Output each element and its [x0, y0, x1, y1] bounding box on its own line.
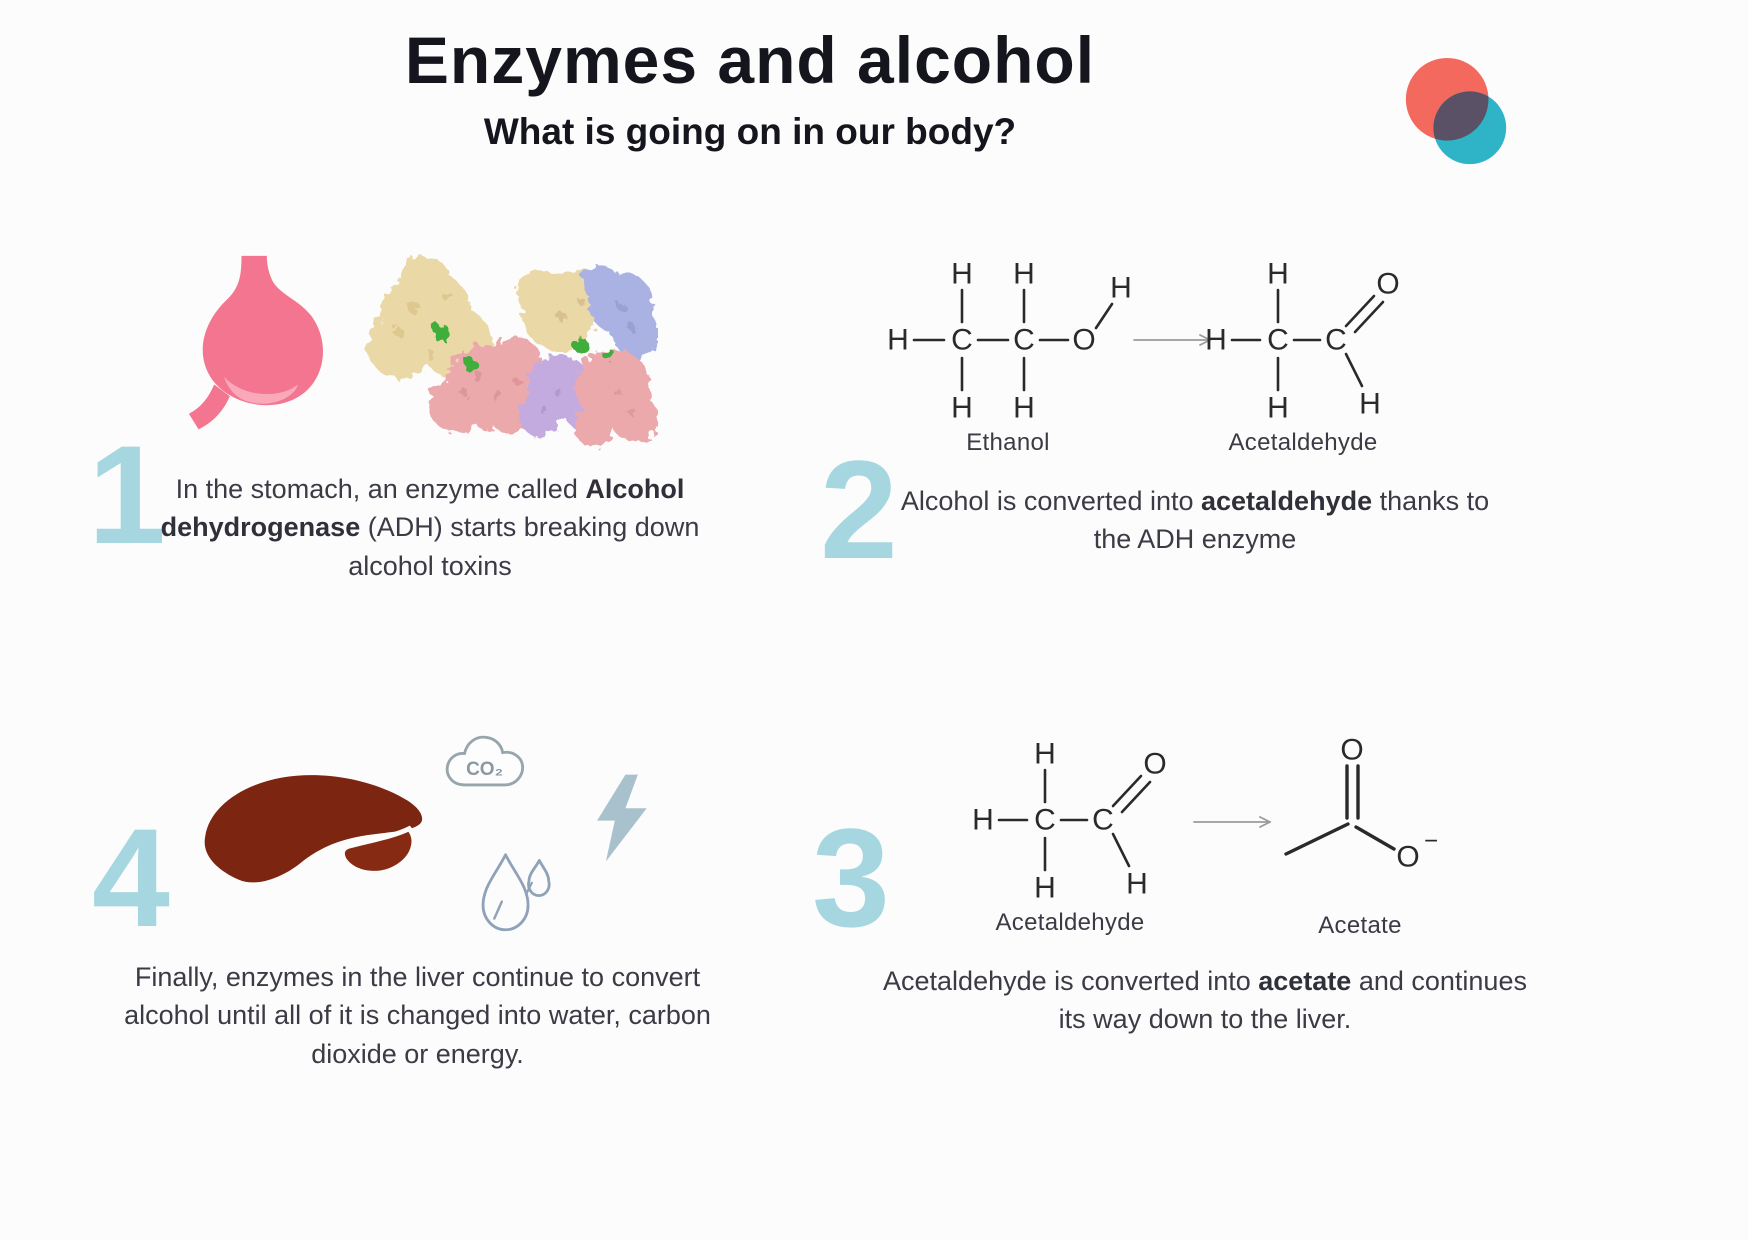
- step4-caption: Finally, enzymes in the liver continue t…: [90, 958, 745, 1073]
- step2-section: 2 H C C O H H H H H Ethanol: [0, 0, 1489, 580]
- charge-label: −: [1424, 828, 1438, 855]
- atom-label: H: [1126, 868, 1148, 901]
- atom-label: H: [951, 392, 973, 424]
- atom-label: O: [1072, 324, 1095, 357]
- water-drops-icon: [470, 836, 558, 941]
- atom-label: O: [1340, 734, 1363, 767]
- bond-lines: [997, 768, 1152, 872]
- atom-label: C: [1325, 324, 1347, 357]
- bond-lines: [912, 288, 1114, 392]
- atom-label: C: [951, 324, 973, 357]
- atom-label: H: [887, 324, 909, 357]
- arrow-right-icon: [1130, 330, 1220, 350]
- step1-section: 1: [0, 0, 699, 581]
- liver-icon: [198, 760, 436, 912]
- page-title: Enzymes and alcohol: [404, 23, 1096, 97]
- caption-text: In the stomach, an enzyme called: [175, 474, 586, 504]
- atom-label: H: [1359, 388, 1381, 421]
- caption-text: (ADH) starts breaking down alcohol toxin…: [348, 512, 700, 581]
- acetate-structure: O O − Acetate: [1270, 726, 1450, 940]
- atom-label: H: [972, 804, 994, 837]
- atom-label: H: [1034, 738, 1056, 771]
- caption-bold-text: acetate: [1258, 966, 1352, 996]
- adh-enzyme-molecules-image: [338, 238, 658, 466]
- page-subtitle: What is going on in our body?: [483, 111, 1017, 153]
- energy-bolt-icon: [590, 770, 652, 866]
- step3-section: 3 H C C H H O H Acetaldehyde: [0, 0, 1527, 1035]
- atom-label: C: [1013, 324, 1035, 357]
- atom-label: H: [1034, 872, 1056, 904]
- molecule-label: Ethanol: [966, 429, 1050, 456]
- caption-text: Alcohol is converted into: [900, 486, 1201, 516]
- enzyme-complex-left: [367, 255, 542, 433]
- bond-lines: [1230, 288, 1385, 392]
- step2-caption: Alcohol is converted into acetaldehyde t…: [890, 482, 1500, 559]
- ethanol-structure: H C C O H H H H H Ethanol: [878, 248, 1138, 457]
- atom-label: C: [1267, 324, 1289, 357]
- step1-number: 1: [88, 416, 166, 573]
- caption-text: thanks to the ADH enzyme: [1093, 486, 1490, 555]
- atom-label: H: [1013, 392, 1035, 424]
- caption-text: Finally, enzymes in the liver continue t…: [124, 962, 711, 1069]
- molecule-label: Acetate: [1318, 912, 1402, 939]
- step1-caption: In the stomach, an enzyme called Alcohol…: [150, 470, 710, 585]
- atom-label: C: [1034, 804, 1056, 837]
- brand-logo: [1398, 56, 1516, 174]
- acetaldehyde-structure: H C C H H O H Acetaldehyde: [965, 728, 1175, 937]
- atom-label: O: [1376, 268, 1399, 301]
- page-header: Enzymes and alcohol What is going on in …: [0, 23, 1500, 153]
- co2-cloud-icon: CO₂: [438, 726, 533, 804]
- atom-label: C: [1092, 804, 1114, 837]
- step3-caption: Acetaldehyde is converted into acetate a…: [880, 962, 1530, 1039]
- atom-label: H: [1267, 258, 1289, 291]
- caption-bold-text: Alcohol dehydrogenase: [160, 474, 685, 543]
- step4-section: 4 CO₂ Finally, enzymes in the liver cont…: [0, 0, 711, 1069]
- atom-label: H: [1267, 392, 1289, 424]
- caption-bold-text: acetaldehyde: [1201, 486, 1373, 516]
- stomach-icon: [185, 252, 335, 442]
- arrow-right-icon: [1190, 812, 1280, 832]
- atom-label: O: [1396, 841, 1419, 874]
- step4-number: 4: [92, 799, 170, 956]
- step2-number: 2: [820, 431, 898, 588]
- atom-label: H: [1205, 324, 1227, 357]
- caption-text: and continues its way down to the liver.: [1058, 966, 1527, 1035]
- atom-label: H: [951, 258, 973, 291]
- acetaldehyde-structure: H C C H H O H Acetaldehyde: [1198, 248, 1408, 457]
- molecule-label: Acetaldehyde: [995, 909, 1145, 936]
- atom-label: O: [1143, 748, 1166, 781]
- atom-label: H: [1110, 272, 1132, 305]
- caption-text: Acetaldehyde is converted into: [883, 966, 1259, 996]
- brand-logo-icon: [1405, 57, 1507, 165]
- co2-label: CO₂: [466, 759, 503, 780]
- bond-lines: [1284, 764, 1396, 856]
- atom-label: H: [1013, 258, 1035, 291]
- step3-number: 3: [812, 799, 890, 956]
- molecule-label: Acetaldehyde: [1228, 429, 1378, 456]
- enzyme-complex-right: [515, 263, 658, 447]
